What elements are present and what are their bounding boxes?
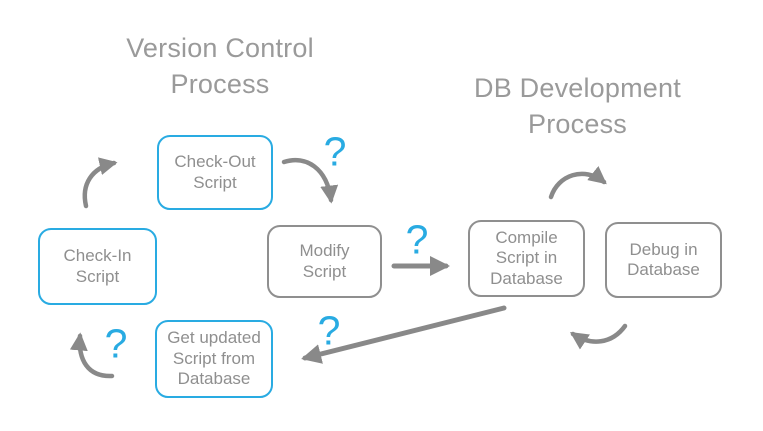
node-get-updated-script-from-database: Get updated Script from Database [155,320,273,398]
arrow-checkin-to-checkout-icon [82,157,118,209]
node-debug-in-database: Debug in Database [605,222,722,298]
node-compile-script-in-database: Compile Script in Database [468,220,585,297]
question-mark-compile-getupdated: ? [317,307,341,354]
node-check-in-script: Check-In Script [38,228,157,305]
title-db-development-process: DB Development Process [474,73,681,140]
question-mark-modify-compile: ? [405,216,429,263]
question-mark-getupdated-checkin: ? [104,320,128,367]
question-mark-checkout-modify: ? [323,128,347,175]
arrow-debug-to-compile-icon [570,323,628,350]
node-modify-script: Modify Script [267,225,382,298]
title-version-control-process: Version Control Process [126,33,314,100]
node-check-out-script: Check-Out Script [157,135,273,210]
arrow-compile-to-debug-icon [548,165,607,200]
